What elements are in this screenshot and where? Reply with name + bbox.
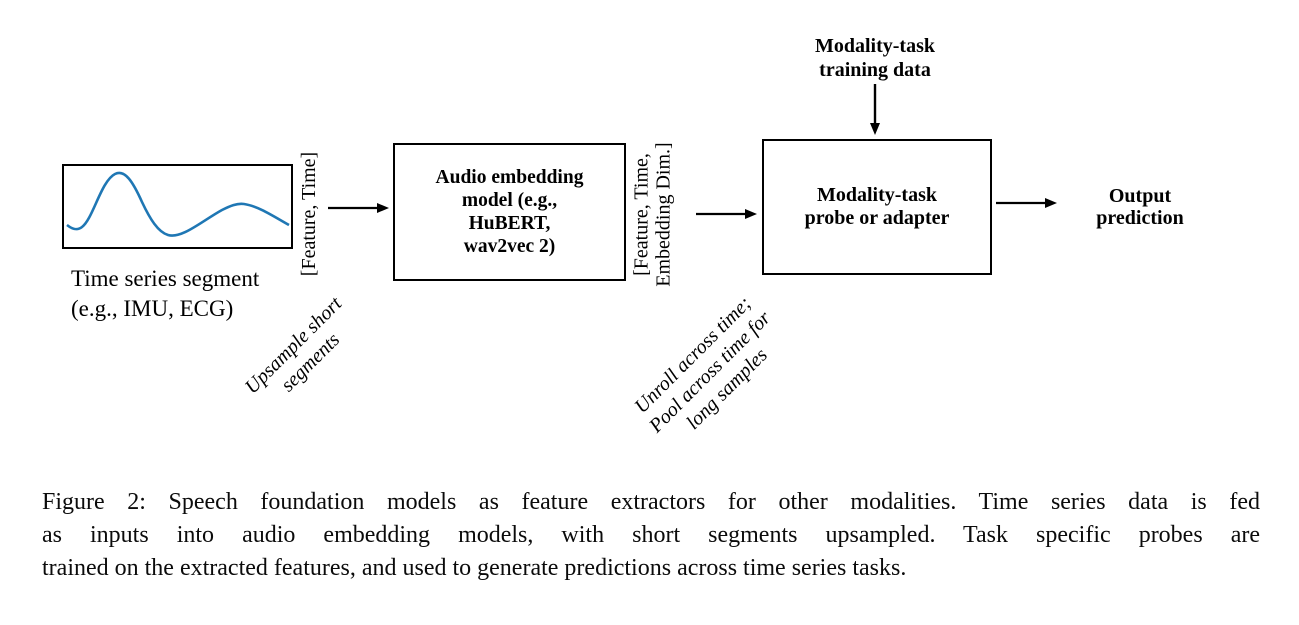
audio-embedding-line4: wav2vec 2): [463, 236, 556, 257]
probe-label-line2: probe or adapter: [804, 207, 950, 229]
probe-label-line1: Modality-task: [816, 184, 937, 206]
shape-label-feature-time-text: [Feature, Time]: [298, 151, 320, 277]
time-series-label-line1: Time series segment: [71, 266, 260, 291]
probe-box: Modality-task probe or adapter: [762, 139, 992, 275]
shape-label-feature-time: [Feature, Time]: [296, 144, 322, 284]
output-prediction-label: Output prediction: [1078, 185, 1202, 229]
audio-embedding-line2: model (e.g.,: [461, 190, 558, 211]
note-unroll-pool: Unroll across time; Pool across time for…: [614, 276, 806, 468]
training-data-label: Modality-task training data: [790, 34, 960, 82]
time-series-label-line2: (e.g., IMU, ECG): [71, 296, 234, 321]
training-data-line2: training data: [819, 59, 931, 81]
training-data-line1: Modality-task: [815, 35, 935, 57]
note-unroll-line2: Pool across time for: [644, 306, 776, 438]
shape-label-embedding-line1: [Feature, Time,: [630, 153, 652, 276]
audio-embedding-line3: HuBERT,: [468, 213, 551, 234]
arrow-input-to-audio: [328, 203, 389, 213]
audio-embedding-box: Audio embedding model (e.g., HuBERT, wav…: [393, 143, 626, 281]
time-series-box: [62, 164, 293, 249]
waveform-curve: [65, 171, 290, 237]
shape-label-embedding-line2: Embedding Dim.]: [652, 142, 674, 287]
time-series-label: Time series segment (e.g., IMU, ECG): [71, 264, 259, 324]
caption-line2: as inputs into audio embedding models, w…: [42, 522, 1260, 548]
arrow-audio-to-probe: [696, 209, 757, 219]
shape-label-embedding-dim: [Feature, Time, Embedding Dim.]: [630, 130, 675, 300]
caption-line1: Figure 2: Speech foundation models as fe…: [42, 489, 1260, 515]
caption-line3: trained on the extracted features, and u…: [42, 555, 907, 581]
output-line1: Output: [1108, 185, 1172, 207]
arrow-training-to-probe: [870, 84, 880, 135]
arrow-probe-to-output: [996, 198, 1057, 208]
audio-embedding-label: Audio embedding model (e.g., HuBERT, wav…: [436, 166, 584, 258]
probe-label: Modality-task probe or adapter: [805, 184, 950, 230]
output-line2: prediction: [1096, 207, 1184, 229]
audio-embedding-line1: Audio embedding: [435, 167, 584, 188]
